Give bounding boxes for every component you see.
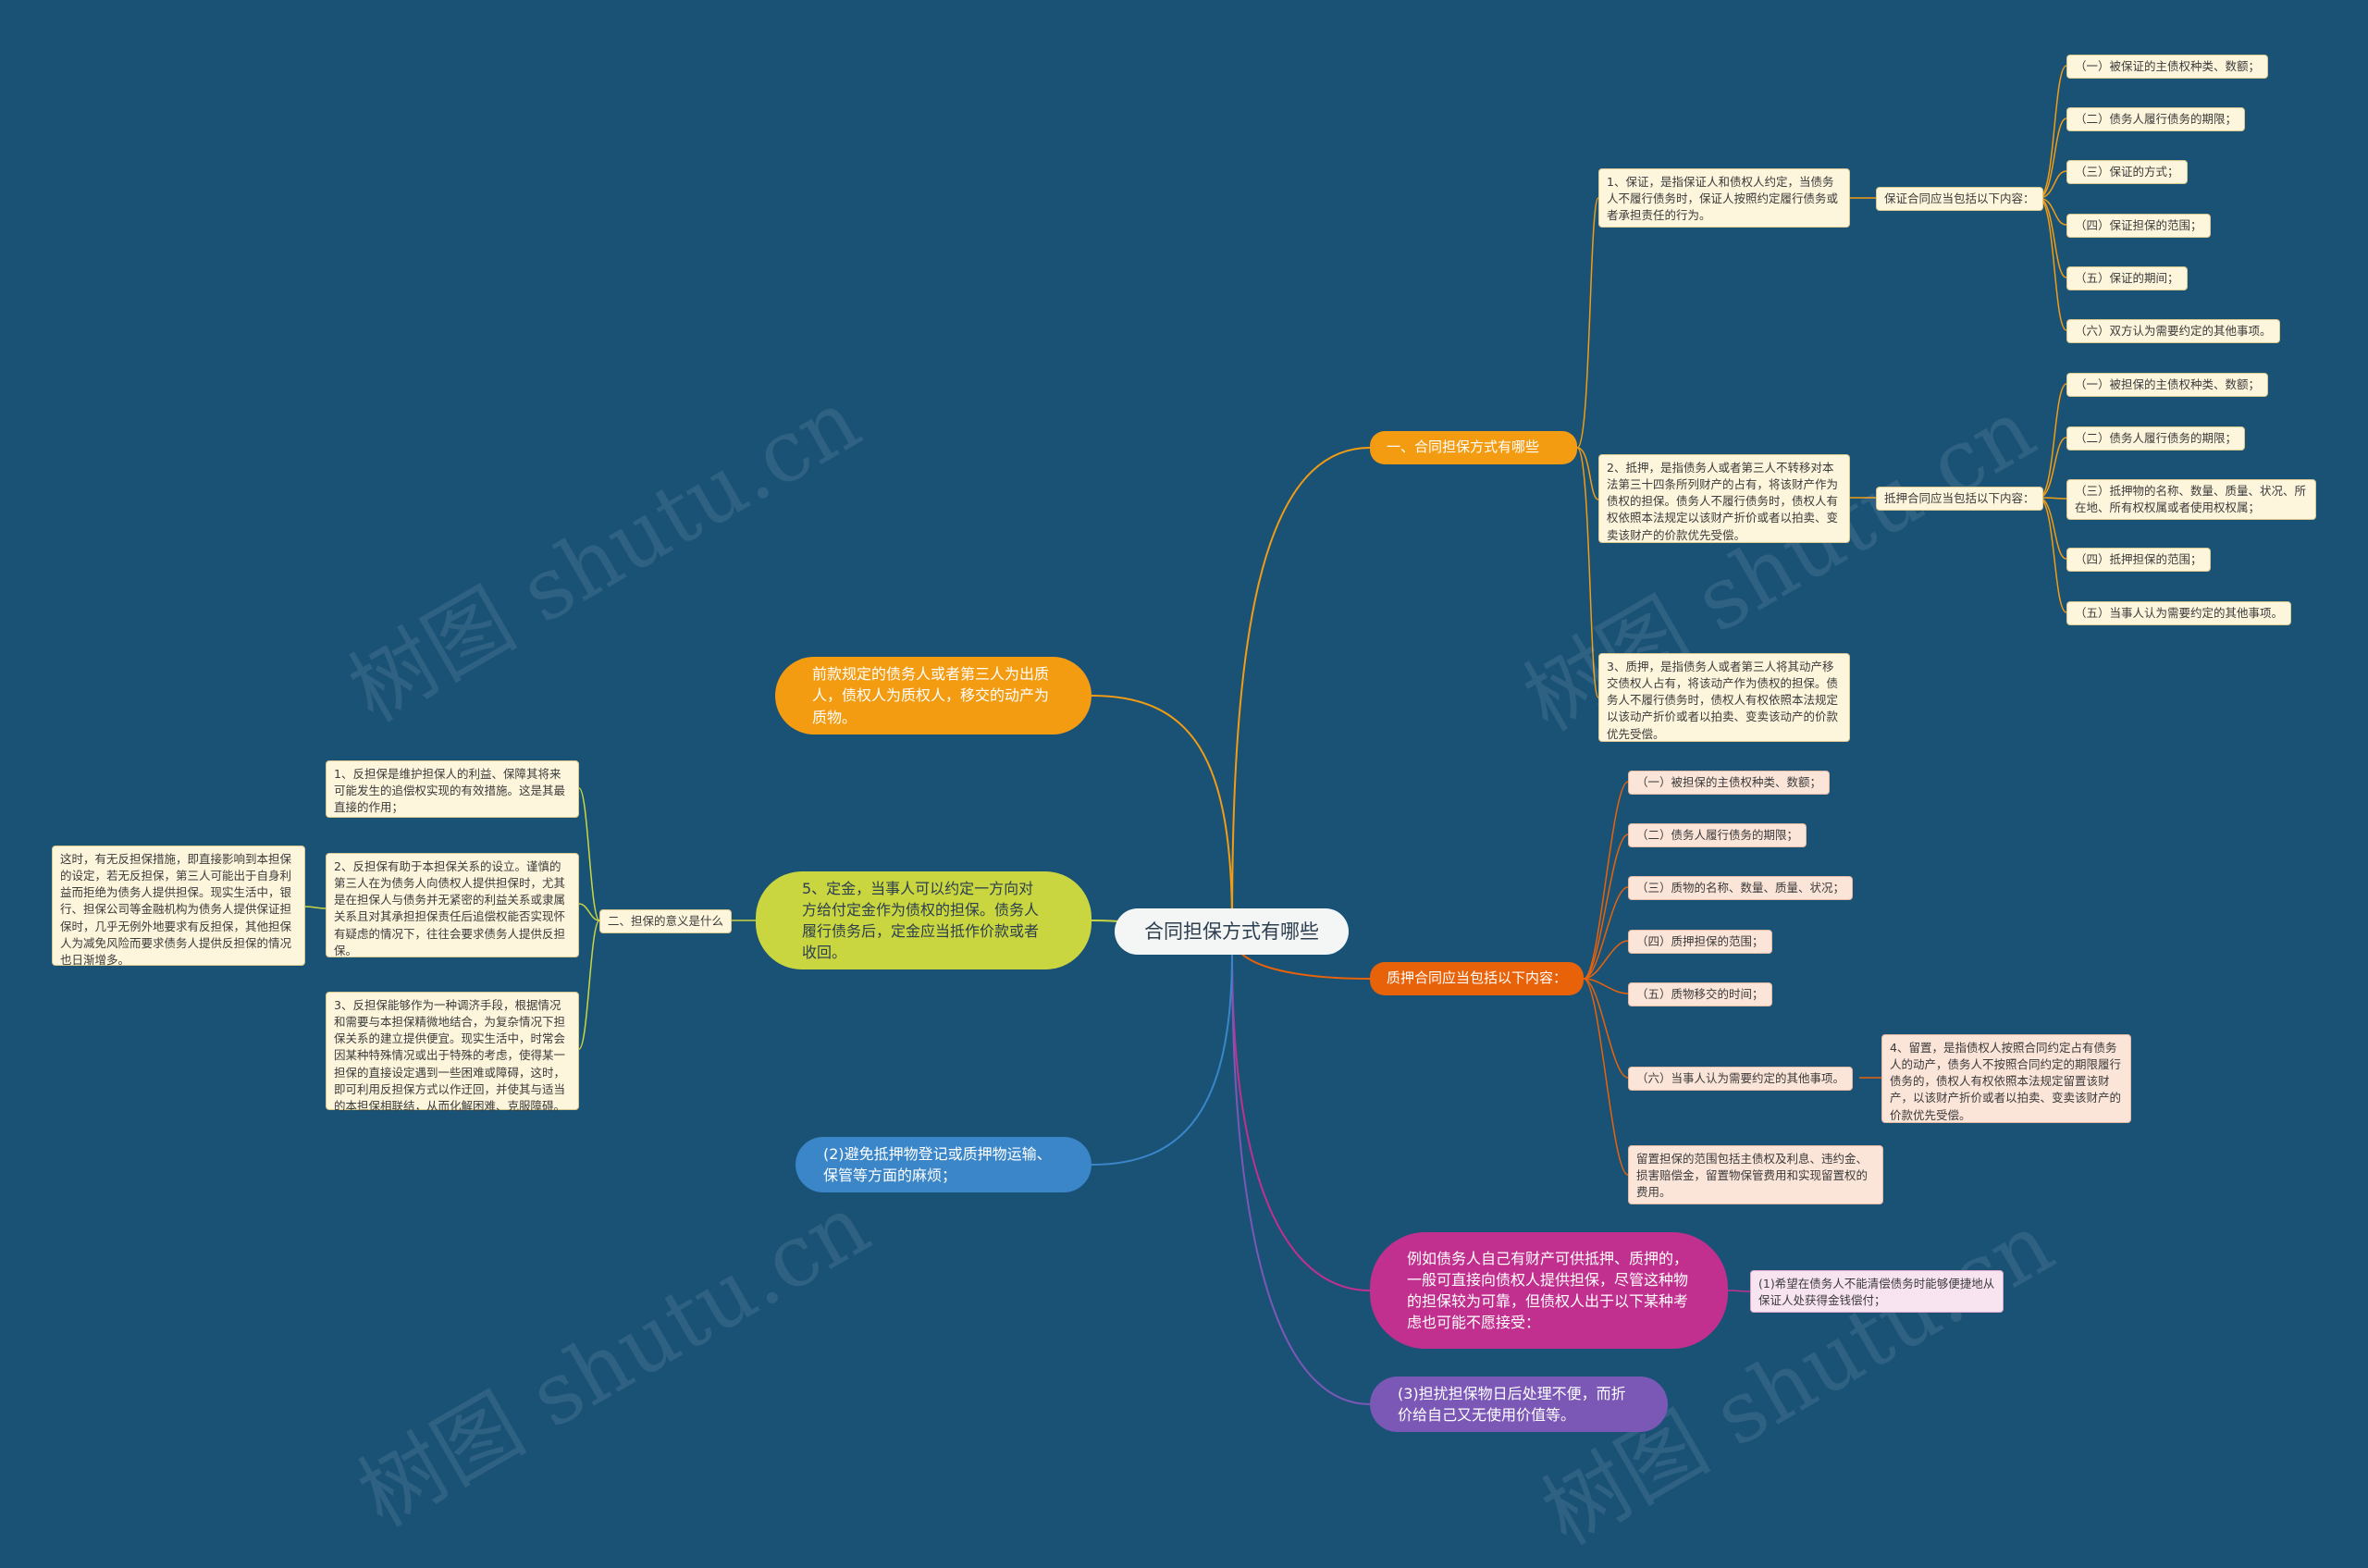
branch-section3[interactable]: 例如债务人自己有财产可供抵押、质押的，一般可直接向债权人提供担保，尽管这种物的担…	[1370, 1232, 1728, 1349]
edge-root-section1	[1231, 447, 1371, 926]
branch-left-blue[interactable]: (2)避免抵押物登记或质押物运输、保管等方面的麻烦；	[796, 1137, 1092, 1192]
branch-section2[interactable]: 质押合同应当包括以下内容：	[1370, 962, 1584, 995]
edge-root-section4	[1231, 952, 1371, 1405]
root-node[interactable]: 合同担保方式有哪些	[1115, 908, 1349, 955]
edge-root-orange	[1091, 695, 1233, 926]
guarantee-item-4[interactable]: （四）保证担保的范围；	[2066, 214, 2211, 239]
lien-scope-text[interactable]: 留置担保的范围包括主债权及利息、违约金、损害赔偿金，留置物保管费用和实现留置权的…	[1628, 1145, 1883, 1204]
mortgage-item-5[interactable]: （五）当事人认为需要约定的其他事项。	[2066, 601, 2292, 626]
guarantee-item-6[interactable]: （六）双方认为需要约定的其他事项。	[2066, 319, 2280, 344]
mortgage-item-1[interactable]: （一）被担保的主债权种类、数额；	[2066, 373, 2269, 398]
green-sub[interactable]: 二、担保的意义是什么	[599, 909, 733, 934]
guarantee-item-1[interactable]: （一）被保证的主债权种类、数额；	[2066, 55, 2269, 80]
guarantee-sub[interactable]: 保证合同应当包括以下内容：	[1876, 187, 2043, 212]
branch-section4[interactable]: (3)担扰担保物日后处理不便，而折价给自己又无使用价值等。	[1370, 1377, 1668, 1432]
edge-root-blue	[1091, 952, 1233, 1166]
section3-child[interactable]: (1)希望在债务人不能清偿债务时能够便捷地从保证人处获得金钱偿付；	[1750, 1270, 2004, 1313]
pledge-text[interactable]: 3、质押，是指债务人或者第三人将其动产移交债权人占有，将该动产作为债权的担保。债…	[1598, 653, 1850, 742]
branch-left-orange[interactable]: 前款规定的债务人或者第三人为出质人，债权人为质权人，移交的动产为质物。	[775, 657, 1092, 735]
green-item-3[interactable]: 3、反担保能够作为一种调济手段，根据情况和需要与本担保精微地结合，为复杂情况下担…	[326, 992, 579, 1113]
pledge-item-5[interactable]: （五）质物移交的时间；	[1628, 982, 1772, 1007]
mortgage-item-2[interactable]: （二）债务人履行债务的期限；	[2066, 426, 2246, 451]
lien-text[interactable]: 4、留置，是指债权人按照合同约定占有债务人的动产，债务人不按照合同约定的期限履行…	[1881, 1034, 2131, 1123]
green-item-1[interactable]: 1、反担保是维护担保人的利益、保障其将来可能发生的追偿权实现的有效措施。这是其最…	[326, 760, 579, 818]
mortgage-sub[interactable]: 抵押合同应当包括以下内容：	[1876, 487, 2043, 512]
mortgage-text[interactable]: 2、抵押，是指债务人或者第三人不转移对本法第三十四条所列财产的占有，将该财产作为…	[1598, 454, 1850, 543]
pledge-item-1[interactable]: （一）被担保的主债权种类、数额；	[1628, 771, 1831, 796]
guarantee-item-2[interactable]: （二）债务人履行债务的期限；	[2066, 107, 2246, 132]
pledge-item-6[interactable]: （六）当事人认为需要约定的其他事项。	[1628, 1067, 1854, 1092]
pledge-item-2[interactable]: （二）债务人履行债务的期限；	[1628, 823, 1807, 848]
guarantee-item-3[interactable]: （三）保证的方式；	[2066, 160, 2188, 185]
green-item-2[interactable]: 2、反担保有助于本担保关系的设立。谨慎的第三人在为债务人向债权人提供担保时，尤其…	[326, 853, 579, 957]
mortgage-item-3[interactable]: （三）抵押物的名称、数量、质量、状况、所在地、所有权权属或者使用权权属；	[2066, 479, 2316, 521]
connector-lines	[304, 65, 2067, 1405]
pledge-item-4[interactable]: （四）质押担保的范围；	[1628, 930, 1772, 955]
branch-section1[interactable]: 一、合同担保方式有哪些	[1370, 431, 1577, 464]
guarantee-item-5[interactable]: （五）保证的期间；	[2066, 266, 2188, 291]
pledge-item-3[interactable]: （三）质物的名称、数量、质量、状况；	[1628, 876, 1854, 901]
edge-root-section3	[1231, 952, 1371, 1291]
green-note[interactable]: 这时，有无反担保措施，即直接影响到本担保的设定，若无反担保，第三人可能出于自身利…	[52, 846, 305, 967]
mortgage-item-4[interactable]: （四）抵押担保的范围；	[2066, 548, 2211, 573]
branch-left-green[interactable]: 5、定金，当事人可以约定一方向对方给付定金作为债权的担保。债务人履行债务后，定金…	[756, 871, 1092, 969]
guarantee-text[interactable]: 1、保证，是指保证人和债权人约定，当债务人不履行债务时，保证人按照约定履行债务或…	[1598, 168, 1850, 228]
